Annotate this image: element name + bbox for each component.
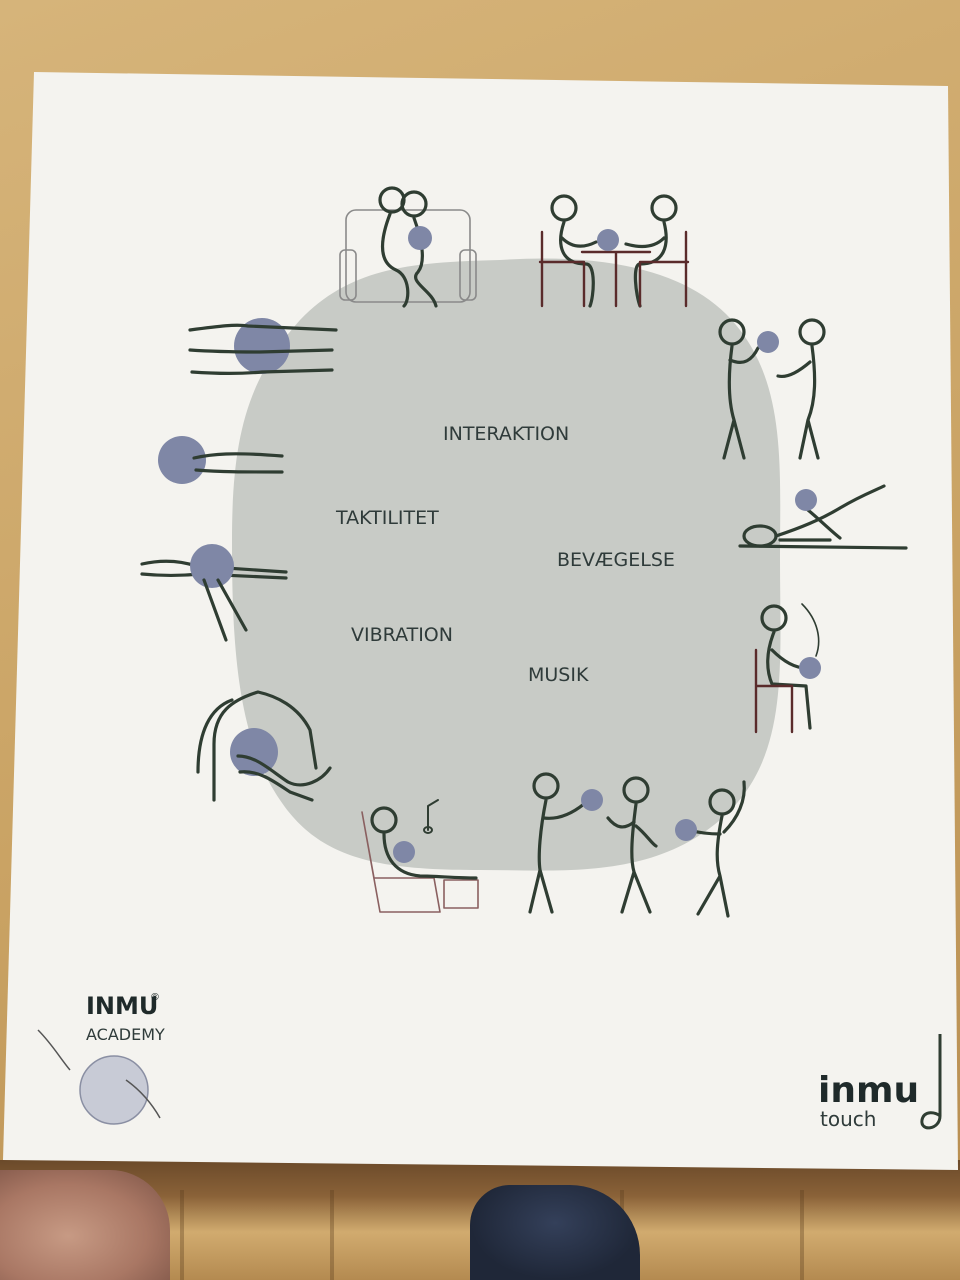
armchair-music-icon <box>361 799 479 913</box>
label-bevaegelse: BEVÆGELSE <box>557 549 675 571</box>
hands-holding-ball-icon <box>140 544 288 642</box>
touch-sub: touch <box>820 1107 876 1131</box>
lying-stretch-icon <box>738 484 908 550</box>
inmu-touch-logo: inmu touch <box>818 1034 942 1131</box>
sofa-couple-icon <box>339 186 477 308</box>
label-taktilitet: TAKTILITET <box>335 507 439 529</box>
table-pair-icon <box>538 194 690 308</box>
touch-brand: inmu <box>818 1070 919 1111</box>
seated-ball-icon <box>754 603 821 734</box>
label-musik: MUSIK <box>528 664 589 686</box>
music-note-icon <box>423 799 439 834</box>
finger-touch-icon <box>158 436 284 484</box>
music-note-logo-icon <box>920 1034 942 1130</box>
hands-on-ball-icon <box>188 318 338 376</box>
label-vibration: VIBRATION <box>351 624 453 646</box>
academy-registered-mark: ® <box>150 992 160 1003</box>
center-blob <box>232 258 781 871</box>
dancing-group-icon <box>528 772 746 918</box>
throwing-pair-icon <box>718 318 826 460</box>
inmu-academy-logo: INMU ® ACADEMY <box>37 992 165 1125</box>
academy-sub: ACADEMY <box>86 1025 165 1044</box>
academy-brand: INMU <box>86 992 158 1020</box>
shoe <box>470 1185 640 1280</box>
hand-left-corner <box>0 1170 170 1280</box>
chest-ball-icon <box>196 690 332 802</box>
label-interaktion: INTERAKTION <box>443 423 569 445</box>
